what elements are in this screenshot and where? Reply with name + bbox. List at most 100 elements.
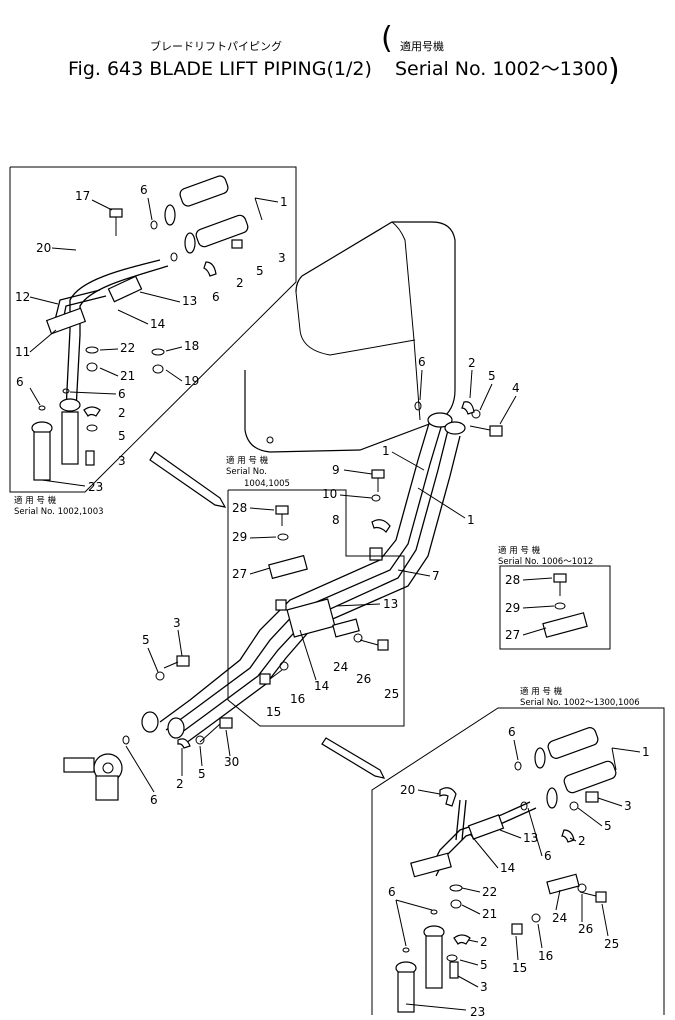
callout: 22 xyxy=(120,341,135,355)
bolt-icon xyxy=(85,208,243,466)
callout: 6 xyxy=(150,793,158,807)
callout: 20 xyxy=(36,241,51,255)
cylinder-icon xyxy=(184,214,249,254)
callout: 8 xyxy=(332,513,340,527)
callout: 17 xyxy=(75,189,90,203)
callout: 25 xyxy=(384,687,399,701)
callout: 6 xyxy=(212,290,220,304)
callout: 5 xyxy=(142,633,150,647)
callout: 28 xyxy=(232,501,247,515)
callout: 26 xyxy=(356,672,371,686)
callout: 2 xyxy=(468,356,476,370)
callouts-main: 6 2 5 4 1 9 10 8 1 7 13 3 5 24 26 25 14 … xyxy=(125,355,520,807)
callout: 11 xyxy=(15,345,30,359)
cylinder-icon xyxy=(395,925,445,1013)
callout: 5 xyxy=(480,958,488,972)
cylinder-icon xyxy=(164,175,229,226)
clamp-icon xyxy=(177,401,475,749)
pipe-icon xyxy=(54,259,169,411)
callout: 6 xyxy=(418,355,426,369)
clamp-icon xyxy=(542,612,588,638)
inset-br-serial: Serial No. 1002～1300,1006 xyxy=(520,698,640,708)
callout: 5 xyxy=(256,264,264,278)
callouts-center: 28 29 27 xyxy=(232,501,277,581)
serial-range: Serial No. 1002～1300 xyxy=(395,58,608,80)
figure-title: Fig. 643 BLADE LIFT PIPING(1/2) xyxy=(68,58,372,80)
o-ring-icon xyxy=(38,220,178,432)
bolt-icon xyxy=(553,573,567,610)
clamp-icon xyxy=(83,261,217,417)
inset-center-jp: 適 用 号 機 xyxy=(226,455,269,466)
callout: 16 xyxy=(290,692,305,706)
callout: 24 xyxy=(333,660,348,674)
serial-jp-label: 適用号機 xyxy=(400,39,444,53)
callout: 23 xyxy=(88,480,103,494)
callout: 3 xyxy=(624,799,632,813)
callouts-bottom-right: 6 1 20 3 5 13 2 6 14 22 21 24 26 25 6 2 … xyxy=(388,725,650,1019)
callout: 22 xyxy=(482,885,497,899)
arrow-icon xyxy=(149,451,386,779)
inset-box-right xyxy=(499,565,611,650)
callout: 3 xyxy=(173,616,181,630)
tank-icon xyxy=(244,221,456,453)
callout: 9 xyxy=(332,463,340,477)
bolt-icon xyxy=(163,425,503,743)
inset-right-jp: 適 用 号 機 xyxy=(498,545,541,556)
callout: 2 xyxy=(578,834,586,848)
callout: 4 xyxy=(512,381,520,395)
callout: 5 xyxy=(488,369,496,383)
cylinder-icon xyxy=(31,398,81,481)
callout: 6 xyxy=(508,725,516,739)
callout: 18 xyxy=(184,339,199,353)
inset-center-serial: Serial No. xyxy=(226,467,267,477)
callout: 1 xyxy=(280,195,288,209)
callout: 28 xyxy=(505,573,520,587)
callout: 6 xyxy=(544,849,552,863)
cylinder-icon xyxy=(534,727,617,809)
pipe-icon xyxy=(159,419,461,747)
callout: 13 xyxy=(523,831,538,845)
inset-box-top-left xyxy=(9,166,297,493)
callout: 24 xyxy=(552,911,567,925)
callout: 6 xyxy=(140,183,148,197)
clamp-icon xyxy=(268,554,308,580)
callout: 15 xyxy=(266,705,281,719)
callouts-top-left: 17 6 1 20 3 5 2 6 12 13 14 11 22 18 21 1… xyxy=(15,183,288,494)
callout: 2 xyxy=(236,276,244,290)
callout: 15 xyxy=(512,961,527,975)
valve-icon xyxy=(63,753,123,801)
inset-tl-serial: Serial No. 1002,1003 xyxy=(14,507,104,517)
callout: 6 xyxy=(388,885,396,899)
callout: 2 xyxy=(176,777,184,791)
callout: 27 xyxy=(232,567,247,581)
callout: 2 xyxy=(480,935,488,949)
close-paren: ) xyxy=(608,53,620,88)
callout: 29 xyxy=(232,530,247,544)
callout: 30 xyxy=(224,755,239,769)
callout: 2 xyxy=(118,406,126,420)
inset-box-bottom-right xyxy=(371,707,665,1015)
callout: 12 xyxy=(15,290,30,304)
callout: 23 xyxy=(470,1005,485,1019)
callout: 16 xyxy=(538,949,553,963)
callout: 5 xyxy=(604,819,612,833)
callout: 1 xyxy=(642,745,650,759)
callouts-right: 28 29 27 xyxy=(505,573,555,642)
clamp-icon xyxy=(410,787,580,945)
clamp-icon xyxy=(141,412,466,739)
inset-br-jp: 適 用 号 機 xyxy=(520,686,563,697)
callout: 1 xyxy=(382,444,390,458)
inset-right-serial: Serial No. 1006～1012 xyxy=(498,557,593,567)
callout: 21 xyxy=(482,907,497,921)
inset-center-serial2: 1004,1005 xyxy=(244,479,290,489)
callout: 10 xyxy=(322,487,337,501)
bolt-icon xyxy=(449,791,607,979)
bolt-icon xyxy=(275,505,289,541)
callout: 5 xyxy=(118,429,126,443)
callout: 14 xyxy=(500,861,515,875)
callout: 1 xyxy=(467,513,475,527)
callout: 21 xyxy=(120,369,135,383)
callout: 25 xyxy=(604,937,619,951)
